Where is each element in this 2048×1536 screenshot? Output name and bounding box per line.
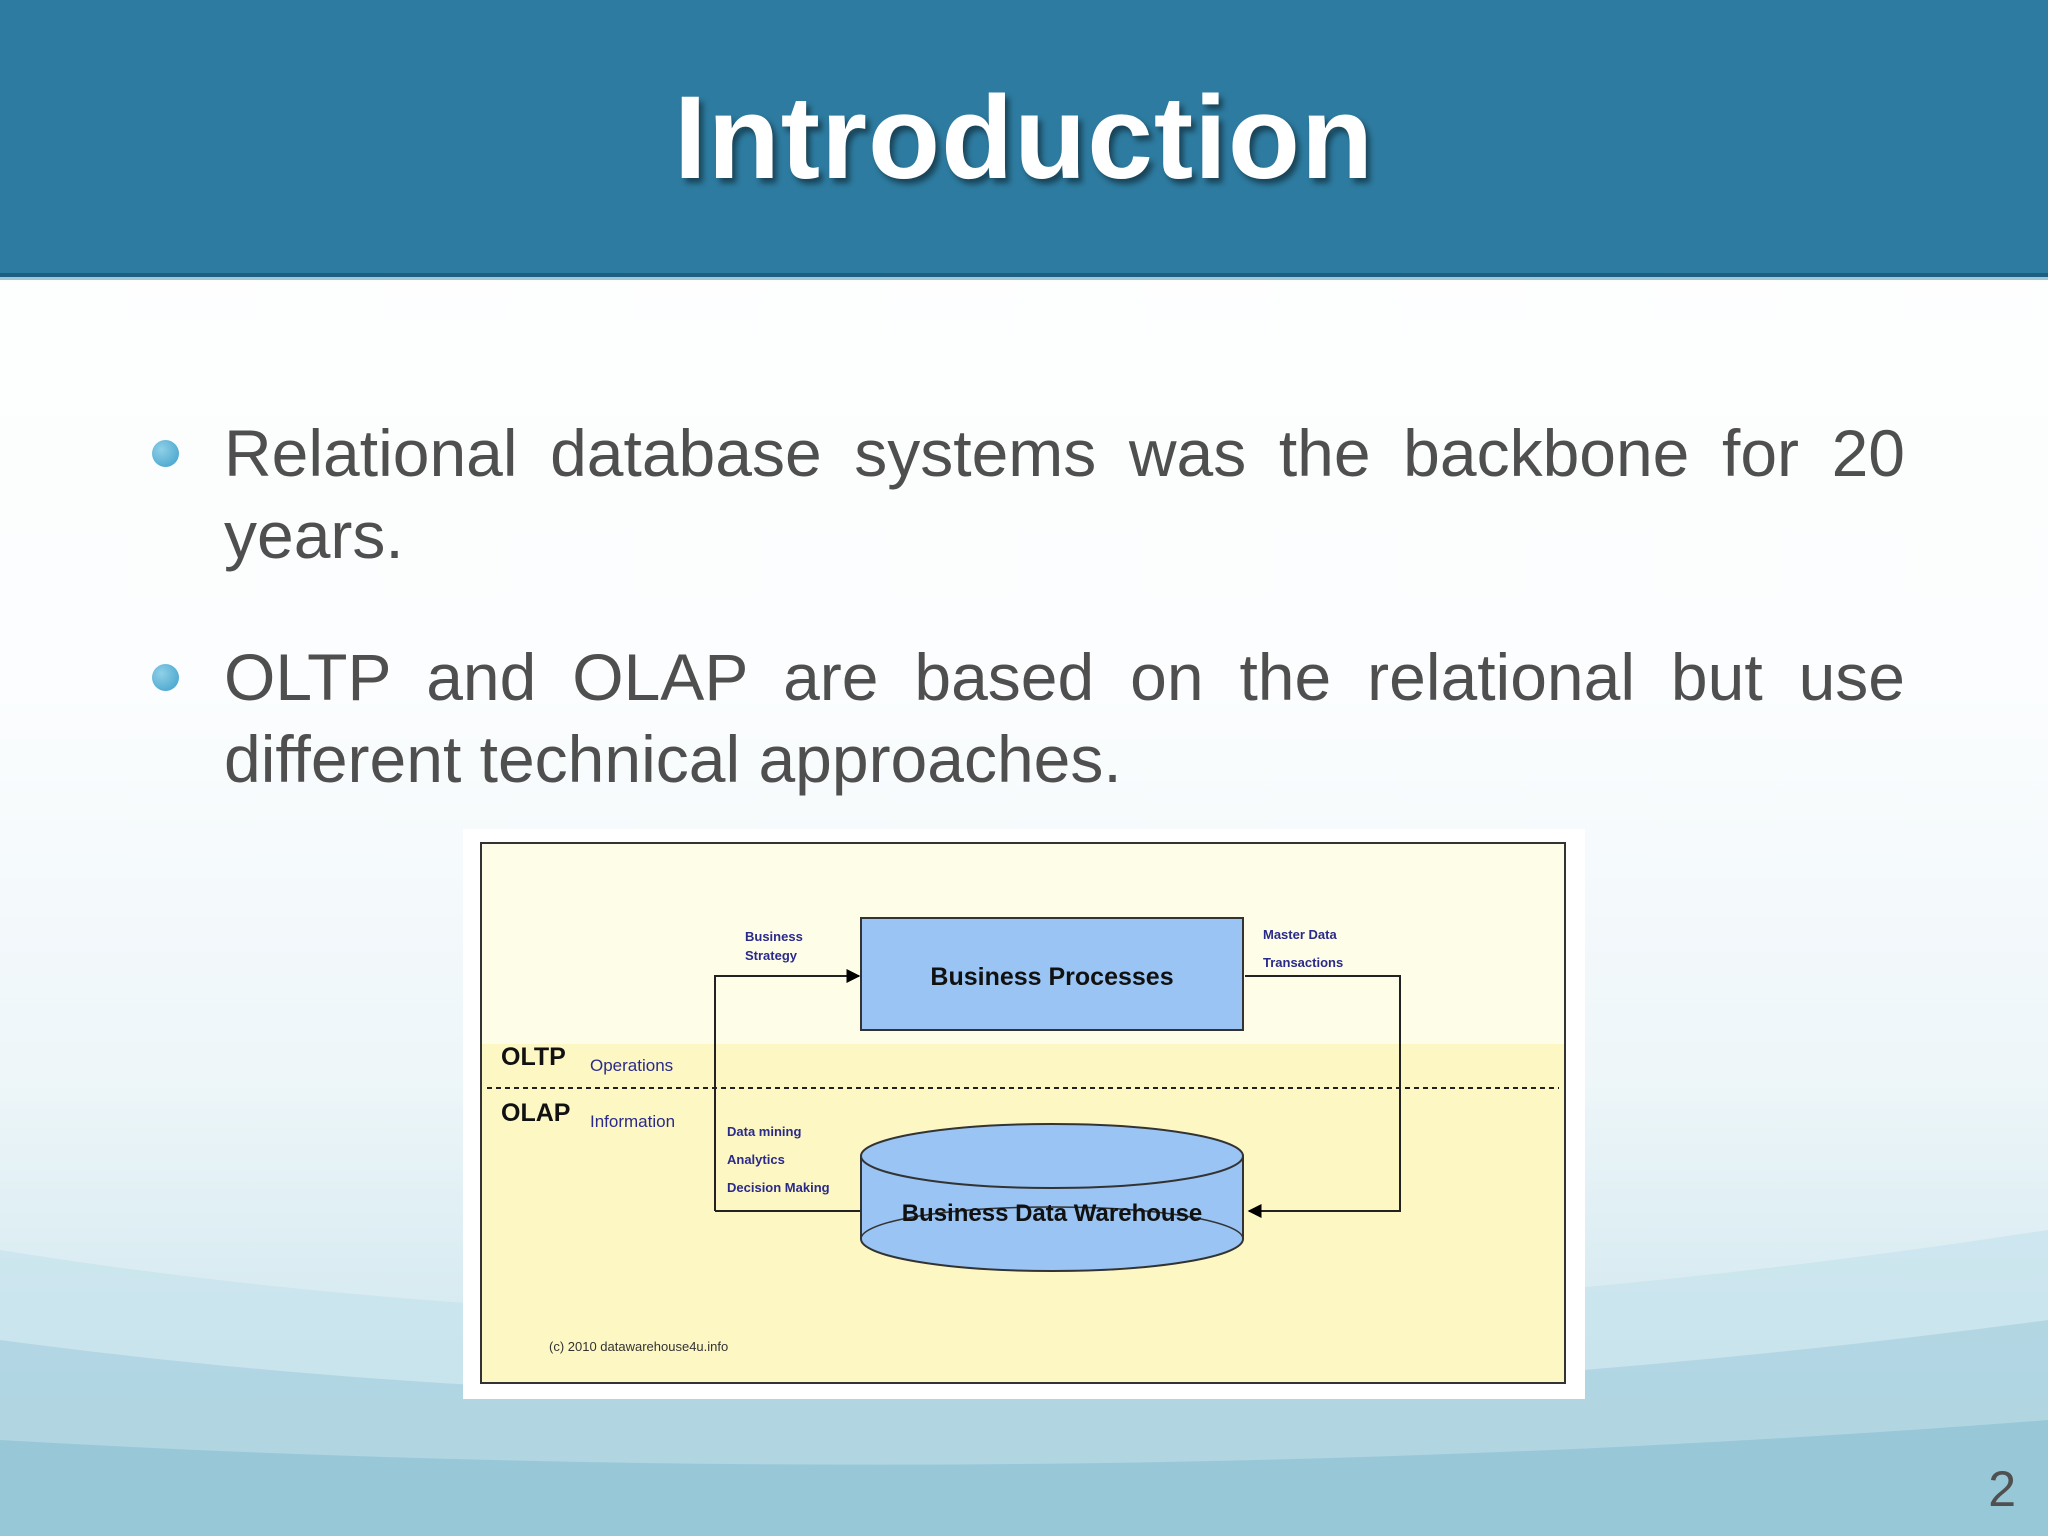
oltp-label: OLTP: [501, 1043, 566, 1071]
bullet-text: OLTP and OLAP are based on the relationa…: [224, 640, 1905, 796]
bullet-item: OLTP and OLAP are based on the relationa…: [140, 636, 1905, 800]
bullet-text: Relational database systems was the back…: [224, 416, 1905, 572]
analysis-label: Decision Making: [727, 1180, 830, 1195]
transactions-label: Transactions: [1263, 955, 1343, 970]
bullet-list: Relational database systems was the back…: [140, 412, 1905, 860]
olap-sub-label: Information: [590, 1112, 675, 1131]
analysis-label: Analytics: [727, 1152, 785, 1167]
bullet-dot-icon: [152, 664, 179, 691]
strategy-label: Strategy: [745, 948, 798, 963]
master-data-label: Master Data: [1263, 927, 1337, 942]
strategy-label: Business: [745, 929, 803, 944]
oltp-sub-label: Operations: [590, 1056, 673, 1075]
bullet-dot-icon: [152, 440, 179, 467]
strategy-arrow: [714, 969, 861, 1211]
slide-title: Introduction: [673, 72, 1375, 204]
oltp-olap-diagram: Business Processes Business Data Warehou…: [463, 829, 1585, 1399]
business-processes-box: [860, 917, 1244, 1031]
olap-label: OLAP: [501, 1099, 570, 1127]
transactions-arrow: [1245, 975, 1401, 1218]
title-bar: Introduction: [0, 0, 2048, 277]
business-processes-label: Business Processes: [930, 963, 1173, 991]
analysis-label: Data mining: [727, 1124, 801, 1139]
diagram-copyright: (c) 2010 datawarehouse4u.info: [549, 1339, 728, 1354]
bullet-item: Relational database systems was the back…: [140, 412, 1905, 576]
page-number: 2: [1988, 1461, 2016, 1517]
data-warehouse-label: Business Data Warehouse: [902, 1200, 1203, 1227]
